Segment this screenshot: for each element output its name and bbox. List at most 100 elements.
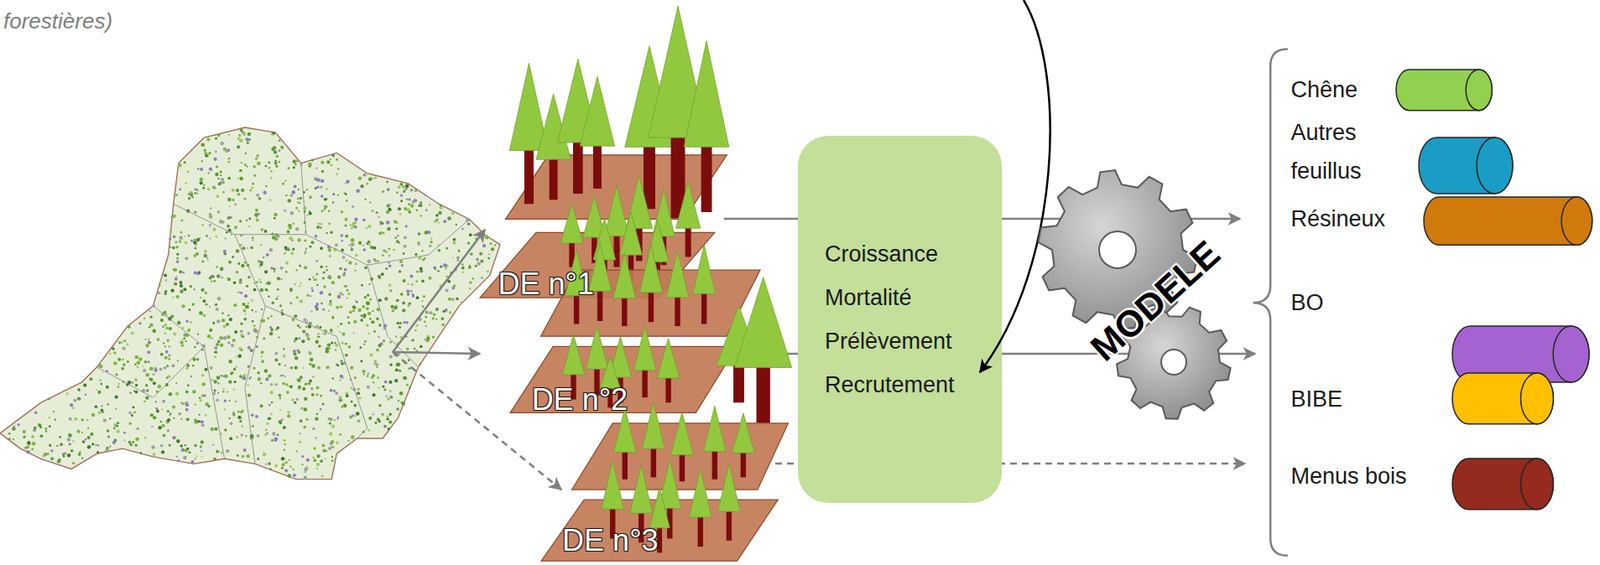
forest-dot — [196, 455, 199, 458]
forest-dot — [305, 326, 308, 329]
forest-dot — [328, 422, 332, 426]
forest-dot — [305, 466, 309, 470]
forest-dot — [434, 268, 437, 271]
tree-crown — [604, 185, 629, 236]
forest-dot — [462, 266, 465, 270]
forest-dot — [232, 411, 236, 416]
forest-dot — [345, 199, 348, 202]
forest-dot — [262, 191, 266, 195]
forest-dot — [276, 288, 280, 292]
forest-dot — [304, 383, 308, 386]
plot-drawing — [474, 0, 738, 307]
forest-dot — [222, 181, 225, 184]
forest-dot — [297, 351, 301, 355]
forest-dot — [240, 244, 243, 247]
forest-dot — [162, 342, 166, 345]
forest-dot — [352, 223, 355, 226]
forest-dot — [245, 219, 248, 222]
forest-dot — [256, 458, 260, 461]
forest-dot — [341, 333, 345, 337]
forest-dot — [194, 187, 198, 191]
forest-dot — [476, 261, 480, 266]
forest-dot — [217, 382, 219, 385]
tree-crown — [633, 326, 657, 371]
forest-dot — [101, 371, 104, 374]
forest-dot — [217, 392, 219, 395]
forest-dot — [403, 244, 407, 249]
forest-dot — [151, 426, 153, 428]
forest-dot — [179, 164, 182, 167]
forest-dot — [380, 222, 385, 226]
forest-dot — [411, 283, 414, 287]
forest-dot — [348, 260, 353, 266]
forest-dot — [309, 358, 313, 362]
forest-dot — [467, 241, 470, 245]
forest-dot — [233, 303, 237, 308]
forest-dot — [486, 271, 489, 273]
forest-dot — [420, 345, 423, 349]
forest-dot — [331, 456, 334, 459]
forest-dot — [177, 321, 181, 325]
forest-dot — [31, 448, 34, 451]
forest-dot — [312, 276, 314, 278]
forest-dot — [289, 287, 293, 292]
forest-dot — [189, 191, 193, 195]
forest-dot — [228, 417, 230, 420]
forest-dot — [193, 239, 196, 241]
forest-dot — [416, 296, 420, 300]
forest-dot — [475, 257, 479, 261]
forest-dot — [358, 396, 361, 400]
forest-dot — [64, 452, 67, 454]
forest-dot — [192, 288, 196, 292]
forest-dot — [123, 339, 126, 343]
forest-dot — [349, 311, 353, 315]
forest-dot — [221, 312, 225, 315]
process-step: Mortalité — [824, 276, 913, 320]
forest-dot — [145, 389, 149, 392]
forest-dot — [344, 343, 348, 346]
forest-dot — [387, 427, 391, 431]
forest-dot — [387, 203, 391, 208]
forest-dot — [223, 336, 228, 341]
forest-dot — [328, 432, 333, 436]
forest-dot — [303, 265, 308, 270]
forest-dot — [221, 318, 225, 323]
forest-dot — [289, 465, 292, 469]
forest-dot — [338, 379, 342, 382]
forest-dot — [490, 247, 495, 251]
forest-dot — [425, 311, 429, 315]
forest-dot — [398, 270, 402, 273]
forest-dot — [182, 337, 186, 340]
tree-trunk — [573, 276, 579, 325]
forest-dot — [393, 220, 397, 225]
forest-dot — [274, 437, 279, 443]
forest-dot — [78, 398, 81, 401]
forest-dot — [239, 433, 244, 438]
forest-dot — [298, 265, 302, 268]
forest-dot — [312, 364, 316, 368]
forest-dot — [213, 346, 218, 350]
forest-dot — [241, 246, 245, 251]
forest-dot — [291, 190, 296, 195]
tree-crown — [600, 461, 624, 510]
forest-dot — [378, 420, 381, 423]
forest-dot — [145, 384, 148, 387]
forest-dot — [201, 160, 204, 162]
forest-dot — [336, 364, 339, 367]
forest-dot — [350, 387, 353, 390]
legend-cylinder — [1422, 195, 1595, 247]
forest-dot — [312, 278, 316, 282]
forest-dot — [188, 451, 192, 454]
forest-dot — [199, 446, 203, 449]
forest-dot — [323, 208, 326, 211]
forest-dot — [236, 436, 239, 438]
forest-dot — [292, 349, 297, 354]
forest-dot — [355, 188, 360, 193]
forest-dot — [305, 418, 308, 422]
forest-dot — [399, 322, 402, 325]
forest-dot — [247, 384, 250, 386]
forest-dot — [445, 276, 448, 278]
forest-dot — [371, 177, 374, 180]
forest-dot — [99, 380, 101, 382]
forest-dot — [216, 194, 220, 199]
